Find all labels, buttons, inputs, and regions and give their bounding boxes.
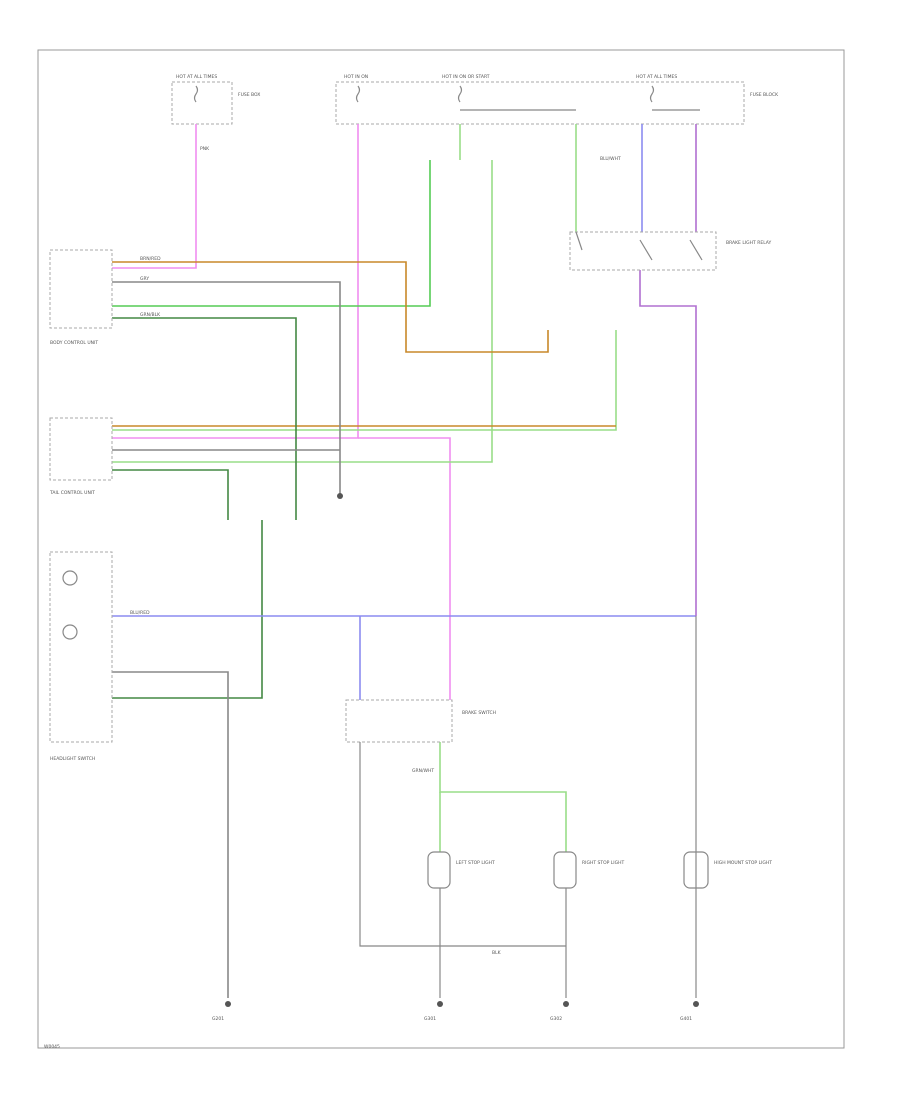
right-lamp-label: RIGHT STOP LIGHT <box>582 860 625 866</box>
ground-4-label: G401 <box>680 1016 692 1022</box>
wire-green-e <box>112 330 617 431</box>
ground-icon <box>563 1001 569 1007</box>
wire-gray-a <box>112 281 341 498</box>
ground-icon <box>337 493 343 499</box>
fuse-box-main <box>335 81 745 125</box>
fuse-symbol <box>193 85 199 103</box>
relay-contacts <box>575 231 703 261</box>
ground-1-label: G201 <box>212 1016 224 1022</box>
brake-relay <box>569 231 717 271</box>
rear-ctrl-label: TAIL CONTROL UNIT <box>49 490 95 496</box>
fuse-right-desc: FUSE BLOCK <box>750 92 779 98</box>
wire-code: BLK <box>492 950 502 956</box>
fuse-b-label: HOT IN ON <box>344 74 368 80</box>
wire-dkgreen-b <box>112 520 263 699</box>
wire-dkgreen-a <box>112 317 297 520</box>
wire-code: GRY <box>140 276 149 282</box>
wire-code: BLU/RED <box>130 610 150 616</box>
wire-green-a <box>112 160 431 307</box>
ground-icon <box>437 1001 443 1007</box>
wire-orange-a <box>112 261 549 353</box>
ground-3-label: G302 <box>550 1016 562 1022</box>
wire-code: BRN/RED <box>140 256 161 262</box>
fuse-a-label: HOT AT ALL TIMES <box>176 74 217 80</box>
wire-gray-c <box>112 671 229 998</box>
hmsl-label: HIGH MOUNT STOP LIGHT <box>714 860 772 866</box>
wire-green-f <box>439 742 567 852</box>
lamp-icon <box>62 624 78 640</box>
fuse-box-a <box>171 81 233 125</box>
combo-relay-label: BRAKE LIGHT RELAY <box>726 240 772 246</box>
brake-switch <box>345 699 453 743</box>
rear-control-unit <box>49 417 113 481</box>
wire-code: GRN/WHT <box>412 768 434 774</box>
switch-unit <box>49 551 113 743</box>
wire-purple-a <box>639 270 697 616</box>
fuse-symbol <box>355 85 361 103</box>
fuse-symbol <box>457 85 463 103</box>
corner-code: W0045 <box>44 1044 60 1050</box>
lamp-ground-wires <box>439 888 567 998</box>
ground-icon <box>693 1001 699 1007</box>
switch-unit-label: HEADLIGHT SWITCH <box>50 756 95 762</box>
wire-code: PNK <box>200 146 210 152</box>
fuse-symbol <box>649 85 655 103</box>
wire-pink-c <box>358 437 451 700</box>
front-control-unit <box>49 249 113 329</box>
hmsl-lamp <box>683 851 709 889</box>
wire-black-bottom <box>359 742 566 947</box>
wire-code: GRN/BLK <box>140 312 161 318</box>
wire-pink-a <box>112 124 197 269</box>
wire-dkgreen-c <box>112 469 229 520</box>
ground-icon <box>225 1001 231 1007</box>
left-stop-lamp <box>427 851 451 889</box>
right-stop-lamp <box>553 851 577 889</box>
ground-2-label: G301 <box>424 1016 436 1022</box>
wire-code: BLU/WHT <box>600 156 621 162</box>
wire-green-b <box>112 160 493 463</box>
fuse-a-desc: FUSE BOX <box>238 92 260 98</box>
fuse-c-label: HOT IN ON OR START <box>442 74 490 80</box>
left-lamp-label: LEFT STOP LIGHT <box>456 860 495 866</box>
brake-switch-label: BRAKE SWITCH <box>462 710 496 716</box>
fuse-d-label: HOT AT ALL TIMES <box>636 74 677 80</box>
lamp-icon <box>62 570 78 586</box>
diagram-frame <box>37 49 845 1049</box>
front-ctrl-label: BODY CONTROL UNIT <box>50 340 98 346</box>
